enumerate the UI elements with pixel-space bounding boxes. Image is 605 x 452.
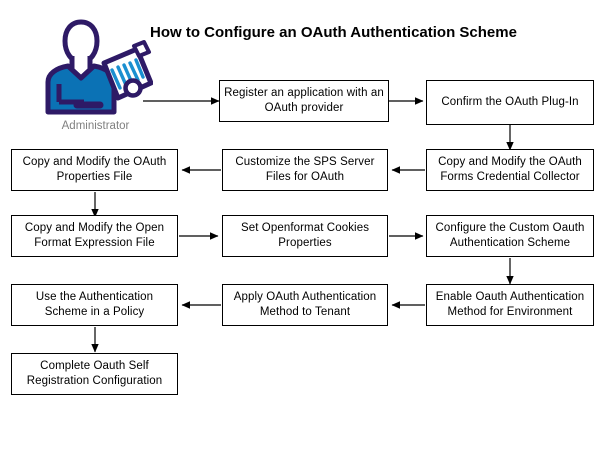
step-node-1[interactable]: Register an application with an OAuth pr…: [219, 80, 389, 122]
step-node-12[interactable]: Complete Oauth Self Registration Configu…: [11, 353, 178, 395]
step-node-5-label: Copy and Modify the OAuth Properties Fil…: [22, 156, 167, 183]
step-node-6[interactable]: Copy and Modify the Open Format Expressi…: [11, 215, 178, 257]
step-node-9[interactable]: Enable Oauth Authentication Method for E…: [426, 284, 594, 326]
step-node-10[interactable]: Apply OAuth Authentication Method to Ten…: [222, 284, 388, 326]
step-node-3-label: Copy and Modify the OAuth Forms Credenti…: [438, 156, 582, 183]
step-node-7-label: Set Openformat Cookies Properties: [240, 222, 370, 249]
step-node-3[interactable]: Copy and Modify the OAuth Forms Credenti…: [426, 149, 594, 191]
hand-icon: [123, 78, 143, 98]
step-node-2[interactable]: Confirm the OAuth Plug-In: [426, 80, 594, 125]
step-node-11[interactable]: Use the Authentication Scheme in a Polic…: [11, 284, 178, 326]
step-node-1-label: Register an application with an OAuth pr…: [224, 87, 384, 114]
step-node-4-label: Customize the SPS Server Files for OAuth: [235, 156, 375, 183]
step-node-5[interactable]: Copy and Modify the OAuth Properties Fil…: [11, 149, 178, 191]
administrator-actor: Administrator: [38, 16, 153, 144]
clipboard-clip-icon: [132, 40, 151, 58]
step-node-8-label: Configure the Custom Oauth Authenticatio…: [435, 222, 585, 249]
step-node-12-label: Complete Oauth Self Registration Configu…: [26, 360, 163, 387]
step-node-2-label: Confirm the OAuth Plug-In: [441, 96, 579, 108]
administrator-caption: Administrator: [61, 120, 130, 132]
step-node-10-label: Apply OAuth Authentication Method to Ten…: [233, 291, 377, 318]
page-title: How to Configure an OAuth Authentication…: [150, 24, 517, 41]
step-node-9-label: Enable Oauth Authentication Method for E…: [435, 291, 585, 318]
step-node-6-label: Copy and Modify the Open Format Expressi…: [24, 222, 165, 249]
step-node-11-label: Use the Authentication Scheme in a Polic…: [35, 291, 154, 318]
step-node-7[interactable]: Set Openformat Cookies Properties: [222, 215, 388, 257]
step-node-4[interactable]: Customize the SPS Server Files for OAuth: [222, 149, 388, 191]
administrator-icon: [45, 19, 153, 115]
step-node-8[interactable]: Configure the Custom Oauth Authenticatio…: [426, 215, 594, 257]
